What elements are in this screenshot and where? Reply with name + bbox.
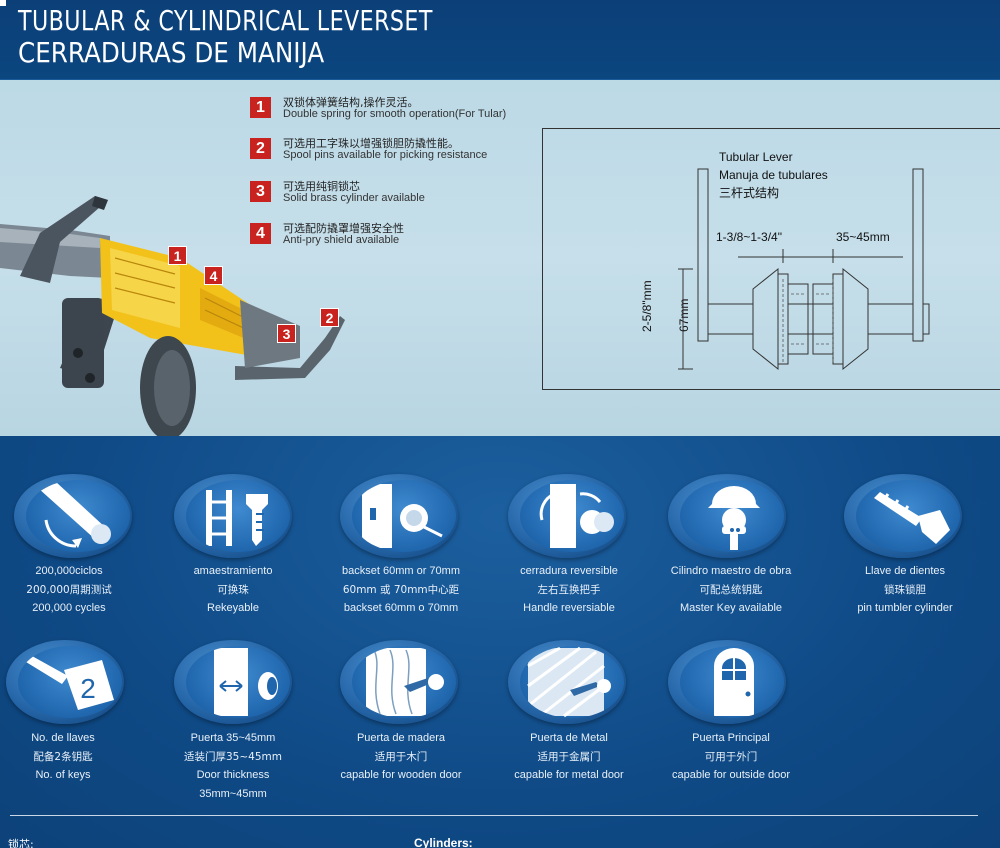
feature-panel: 1 4 3 2 1 双锁体弹簧结构,操作灵活。 Double spring fo…	[0, 80, 1000, 438]
feature-text-cn: 可选配防撬罩增强安全性	[283, 222, 404, 235]
caption-es: Puerta 35~45mm	[190, 732, 276, 744]
cylinders-label-cn: 锁芯:	[8, 838, 34, 848]
caption-range: 35mm~45mm	[199, 787, 267, 800]
page-header: TUBULAR & CYLINDRICAL LEVERSET CERRADURA…	[0, 0, 1000, 80]
caption-en: capable for outside door	[671, 769, 791, 781]
outside-door-icon	[668, 640, 788, 726]
feature-number: 1	[250, 97, 271, 118]
caption-cn: 适用于金属门	[537, 750, 601, 763]
caption-en: No. of keys	[35, 769, 91, 781]
caption-cn: 可换珠	[217, 583, 249, 596]
tubular-lever-diagram: Tubular Lever Manuja de tubulares 三杆式结构 …	[542, 128, 1000, 390]
caption-door-thickness: Puerta 35~45mm 适装门厚35~45mm Door thicknes…	[148, 729, 318, 803]
caption-cn: 60mm 或 70mm中心距	[342, 583, 460, 596]
caption-es: Llave de dientes	[864, 565, 946, 577]
two-keys-icon: 2	[6, 640, 126, 726]
diagram-title-en: Tubular Lever	[719, 150, 793, 164]
features-icons-area	[0, 436, 1000, 848]
caption-wooden-door: Puerta de madera 适用于木门 capable for woode…	[316, 729, 486, 785]
dim-backset-range: 1-3/8~1-3/4"	[716, 230, 782, 244]
cylinders-label-en: Cylinders:	[414, 836, 473, 848]
section-divider	[10, 815, 978, 816]
dim-door-thickness: 35~45mm	[836, 230, 890, 244]
caption-es: cerradura reversible	[520, 565, 618, 577]
caption-es: amaestramiento	[193, 565, 273, 577]
caption-cn: 左右互换把手	[537, 583, 601, 596]
caption-master-key: Cilindro maestro de obra 可配总统钥匙 Master K…	[646, 562, 816, 618]
feature-text-en: Spool pins available for picking resista…	[283, 149, 488, 161]
feature-text-en: Solid brass cylinder available	[283, 192, 425, 204]
master-key-worker-icon	[668, 474, 788, 560]
caption-reversible: cerradura reversible 左右互换把手 Handle rever…	[484, 562, 654, 618]
lock-cutaway-illustration	[0, 196, 345, 438]
caption-cn: 可用于外门	[704, 750, 758, 763]
callout-3: 3	[277, 324, 296, 343]
caption-es: Cilindro maestro de obra	[670, 565, 792, 577]
caption-en: Handle reversiable	[523, 602, 615, 614]
callout-4: 4	[204, 266, 223, 285]
caption-es: Puerta Principal	[692, 732, 770, 744]
callout-2: 2	[320, 308, 339, 327]
caption-cn: 锁珠锁胆	[884, 583, 926, 596]
caption-backset: backset 60mm or 70mm 60mm 或 70mm中心距 back…	[316, 562, 486, 618]
caption-es: Puerta de madera	[356, 732, 446, 744]
feature-number: 4	[250, 223, 271, 244]
rekey-pins-icon	[174, 474, 294, 560]
feature-number: 2	[250, 138, 271, 159]
caption-keys: No. de llaves 配备2条钥匙 No. of keys	[0, 729, 148, 785]
wooden-door-icon	[340, 640, 460, 726]
caption-rekeyable: amaestramiento 可换珠 Rekeyable	[148, 562, 318, 618]
feature-text-cn: 可选用工字珠以增强锁胆防撬性能。	[283, 137, 459, 150]
caption-es: Puerta de Metal	[530, 732, 608, 744]
caption-en: Door thickness	[196, 769, 270, 781]
caption-cycles: 200,000ciclos 200,000周期测试 200,000 cycles	[0, 562, 154, 618]
backset-knob-icon	[340, 474, 460, 560]
caption-en: capable for metal door	[514, 769, 624, 781]
key-count-number: 2	[80, 673, 96, 704]
caption-cn: 适装门厚35~45mm	[184, 750, 282, 763]
callout-1: 1	[168, 246, 187, 265]
lever-rotation-icon	[14, 474, 134, 560]
feature-text-cn: 可选用纯铜锁芯	[283, 180, 360, 193]
feature-text-en: Anti-pry shield available	[283, 234, 400, 246]
caption-en: Rekeyable	[207, 602, 259, 614]
diagram-title-cn: 三杆式结构	[719, 186, 780, 200]
caption-en: pin tumbler cylinder	[857, 602, 953, 614]
lever-elevation-drawing	[678, 168, 930, 371]
caption-en: 200,000 cycles	[32, 602, 106, 614]
title-line-1: TUBULAR & CYLINDRICAL LEVERSET	[18, 4, 433, 37]
caption-cn: 200,000周期测试	[26, 583, 112, 596]
caption-en: Master Key available	[679, 602, 783, 614]
caption-en: backset 60mm o 70mm	[343, 602, 459, 614]
corner-mark	[0, 0, 6, 6]
caption-es: 200,000ciclos	[35, 565, 103, 577]
title-line-2: CERRADURAS DE MANIJA	[18, 36, 325, 69]
feature-text-en: Double spring for smooth operation(For T…	[283, 108, 507, 120]
caption-outside-door: Puerta Principal 可用于外门 capable for outsi…	[646, 729, 816, 785]
handle-reversible-icon	[508, 474, 628, 560]
caption-cn: 可配总统钥匙	[699, 583, 763, 596]
caption-pin-tumbler: Llave de dientes 锁珠锁胆 pin tumbler cylind…	[820, 562, 990, 618]
caption-metal-door: Puerta de Metal 适用于金属门 capable for metal…	[484, 729, 654, 785]
caption-es: No. de llaves	[31, 732, 95, 744]
caption-en: capable for wooden door	[340, 769, 462, 781]
pin-tumbler-key-icon	[844, 474, 964, 560]
feature-number: 3	[250, 181, 271, 202]
caption-cn: 适用于木门	[374, 750, 428, 763]
diagram-title-es: Manuja de tubulares	[719, 168, 828, 182]
caption-es: backset 60mm or 70mm	[342, 565, 460, 577]
metal-door-icon	[508, 640, 628, 726]
feature-text-cn: 双锁体弹簧结构,操作灵活。	[283, 96, 419, 109]
door-thickness-icon	[174, 640, 294, 726]
caption-cn: 配备2条钥匙	[33, 750, 93, 763]
